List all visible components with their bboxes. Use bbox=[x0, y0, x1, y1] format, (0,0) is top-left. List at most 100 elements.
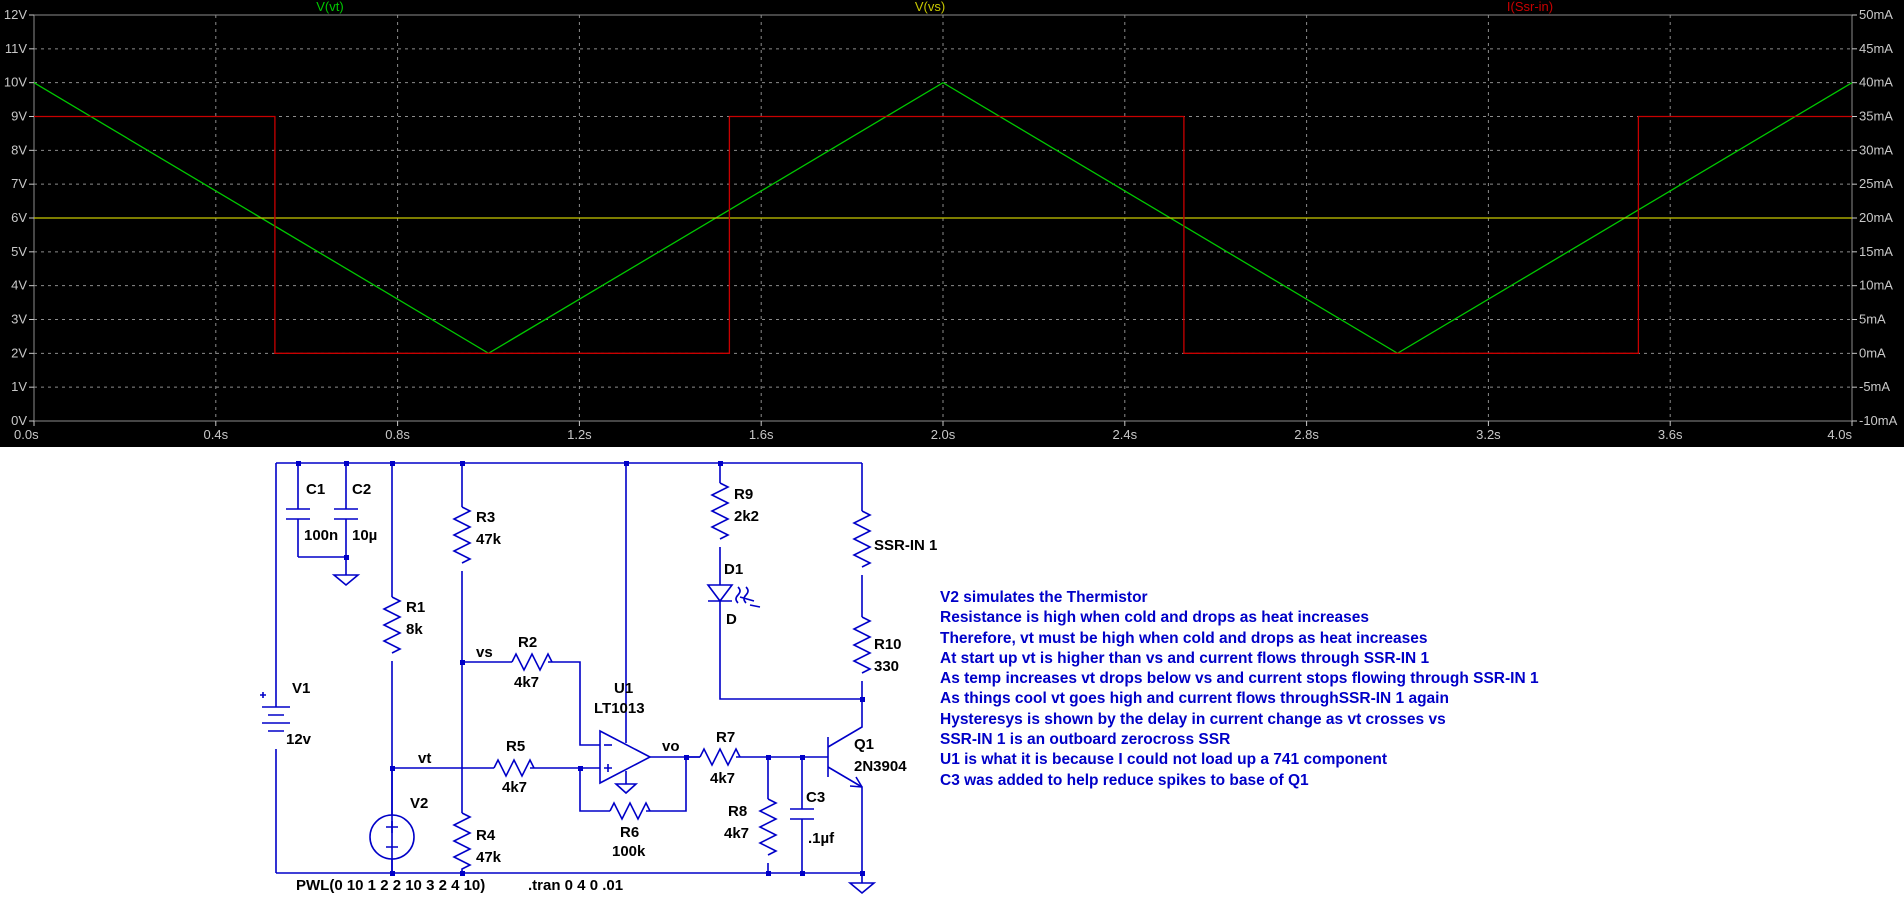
net-label-vs: vs bbox=[476, 644, 493, 661]
x-tick-label: 0.4s bbox=[204, 427, 229, 442]
r4-zigzag bbox=[452, 812, 472, 873]
note-line: U1 is what it is because I could not loa… bbox=[940, 751, 1387, 768]
ssr-name: SSR-IN 1 bbox=[874, 537, 937, 554]
note-line: Resistance is high when cold and drops a… bbox=[940, 609, 1369, 626]
r10-name: R10 bbox=[874, 636, 902, 653]
ground-c2 bbox=[331, 574, 361, 587]
d1-name: D1 bbox=[724, 561, 743, 578]
r6-value: 100k bbox=[612, 843, 646, 860]
x-tick-label: 2.4s bbox=[1113, 427, 1138, 442]
note-line: As temp increases vt drops below vs and … bbox=[940, 670, 1539, 687]
r4-value: 47k bbox=[476, 849, 502, 866]
q1-collector bbox=[827, 699, 863, 748]
y-right-tick-label: 5mA bbox=[1859, 312, 1886, 327]
q1-emitter bbox=[827, 766, 863, 873]
r5-name: R5 bbox=[506, 738, 525, 755]
opamp-sign-plus bbox=[604, 764, 612, 772]
r2-value: 4k7 bbox=[514, 674, 539, 691]
y-left-tick-label: 5V bbox=[11, 244, 27, 259]
c3-name: C3 bbox=[806, 789, 825, 806]
note-line: Hysteresys is shown by the delay in curr… bbox=[940, 711, 1446, 728]
y-left-tick-label: 8V bbox=[11, 142, 27, 157]
y-right-tick-label: 0mA bbox=[1859, 345, 1886, 360]
circuit-schematic: C1 100n C2 10µ R1 8k R3 47k R2 4k7 R5 4k… bbox=[260, 461, 1539, 895]
r2-wires bbox=[462, 661, 600, 746]
y-right-tick-label: 50mA bbox=[1859, 7, 1893, 22]
v1-name: V1 bbox=[292, 680, 310, 697]
r2-name: R2 bbox=[518, 634, 537, 651]
r6-wires bbox=[579, 757, 687, 812]
r3-zigzag bbox=[452, 506, 472, 564]
y-left-tick-label: 2V bbox=[11, 345, 27, 360]
c3-plates bbox=[790, 808, 814, 820]
r4-name: R4 bbox=[476, 827, 496, 844]
c1-value: 100n bbox=[304, 527, 338, 544]
tran-directive: .tran 0 4 0 .01 bbox=[528, 877, 623, 894]
r5-zigzag bbox=[493, 758, 535, 778]
v2-value: PWL(0 10 1 2 2 10 3 2 4 10) bbox=[296, 877, 485, 894]
opamp-triangle bbox=[599, 729, 652, 785]
r10-value: 330 bbox=[874, 658, 899, 675]
c1-wires bbox=[297, 463, 346, 558]
note-line: C3 was added to help reduce spikes to ba… bbox=[940, 772, 1309, 789]
y-right-tick-label: 20mA bbox=[1859, 210, 1893, 225]
r5-value: 4k7 bbox=[502, 779, 527, 796]
y-right-tick-label: 25mA bbox=[1859, 176, 1893, 191]
component-labels: C1 100n C2 10µ R1 8k R3 47k R2 4k7 R5 4k… bbox=[286, 481, 937, 894]
x-tick-label: 1.6s bbox=[749, 427, 774, 442]
r6-name: R6 bbox=[620, 824, 639, 841]
x-tick-label: 1.2s bbox=[567, 427, 592, 442]
schematic-wires bbox=[260, 462, 877, 895]
note-line: At start up vt is higher than vs and cur… bbox=[940, 650, 1430, 667]
y-left-tick-label: 3V bbox=[11, 312, 27, 327]
series-label-v-vs: V(vs) bbox=[915, 0, 945, 14]
v1-battery bbox=[262, 706, 290, 732]
r9-zigzag bbox=[710, 482, 730, 540]
c2-name: C2 bbox=[352, 481, 371, 498]
schematic-notes: V2 simulates the Thermistor Resistance i… bbox=[940, 589, 1539, 789]
r9-value: 2k2 bbox=[734, 508, 759, 525]
y-right-tick-label: 30mA bbox=[1859, 142, 1893, 157]
r7-zigzag bbox=[699, 747, 741, 767]
c1-name: C1 bbox=[306, 481, 325, 498]
x-tick-label: 0.8s bbox=[385, 427, 410, 442]
r7-value: 4k7 bbox=[710, 770, 735, 787]
net-label-vt: vt bbox=[418, 750, 431, 767]
y-right-tick-label: 15mA bbox=[1859, 244, 1893, 259]
x-tick-label: 3.2s bbox=[1476, 427, 1501, 442]
x-tick-label: 2.8s bbox=[1294, 427, 1319, 442]
series-line-v-vt bbox=[33, 81, 1853, 355]
u1-name: U1 bbox=[614, 680, 633, 697]
opamp-gnd bbox=[613, 783, 639, 795]
y-right-tick-label: 35mA bbox=[1859, 109, 1893, 124]
x-tick-label: 2.0s bbox=[931, 427, 956, 442]
y-left-tick-label: 4V bbox=[11, 278, 27, 293]
c2-value: 10µ bbox=[352, 527, 377, 544]
r9-name: R9 bbox=[734, 486, 753, 503]
note-line: As things cool vt goes high and current … bbox=[940, 690, 1449, 707]
note-line: SSR-IN 1 is an outboard zerocross SSR bbox=[940, 731, 1230, 748]
d1-value: D bbox=[726, 611, 737, 628]
series-line-i-ssr-in bbox=[34, 115, 1852, 354]
series-label-i-ssr-in: I(Ssr-in) bbox=[1507, 0, 1553, 14]
r3-value: 47k bbox=[476, 531, 502, 548]
x-tick-label: 3.6s bbox=[1658, 427, 1683, 442]
r6-zigzag bbox=[609, 801, 651, 821]
d1-light-arrows bbox=[735, 586, 761, 608]
q1-value: 2N3904 bbox=[854, 758, 907, 775]
c2-plates bbox=[334, 508, 358, 520]
r8-name: R8 bbox=[728, 803, 747, 820]
r8-zigzag bbox=[758, 798, 778, 856]
v1-value: 12v bbox=[286, 731, 312, 748]
y-left-tick-label: 9V bbox=[11, 109, 27, 124]
r9-wires bbox=[719, 463, 862, 700]
note-line: Therefore, vt must be high when cold and… bbox=[940, 630, 1428, 647]
r1-value: 8k bbox=[406, 621, 423, 638]
c1-plates bbox=[286, 508, 310, 520]
series-label-v-vt: V(vt) bbox=[316, 0, 343, 14]
r2-zigzag bbox=[511, 652, 553, 672]
r3-name: R3 bbox=[476, 509, 495, 526]
note-line: V2 simulates the Thermistor bbox=[940, 589, 1148, 606]
